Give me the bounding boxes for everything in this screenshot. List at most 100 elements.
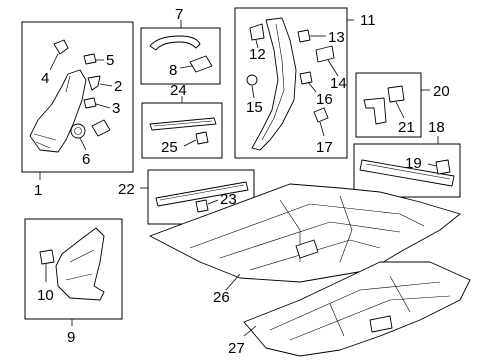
part-12-clip [249,23,265,41]
part-6-grommet-inner [74,127,82,135]
part-15-fastener [246,74,258,86]
callout-9: 9 [67,329,75,346]
box-group-9 [24,218,123,320]
leader-27 [243,325,257,337]
callout-1: 1 [34,182,42,199]
part-14-clip [315,45,335,63]
leader-25 [183,139,197,147]
callout-13: 13 [328,29,345,46]
group-9-quarter-trim: 10 9 [24,218,123,346]
box-group-11 [234,7,348,159]
box-group-18 [353,143,461,198]
group-27-floor-carpet: 27 [228,261,471,357]
part-16-screw [299,71,313,85]
group-20-bracket: 20 21 [355,72,450,138]
leader-16 [307,81,317,93]
front-sill-plate [155,181,249,207]
callout-7: 7 [175,6,183,23]
callout-2: 2 [114,78,122,95]
callout-19: 19 [405,155,422,172]
group-26-floor-carpet: 26 [149,183,461,306]
leader-8 [179,65,193,69]
group-22-front-sill: 22 23 [118,169,255,225]
part-10-clip [39,249,55,265]
leader-4 [49,53,59,71]
part-25-clip [195,131,209,145]
callout-6: 6 [82,151,90,168]
part-3-screw [83,97,97,109]
assist-handle [149,35,201,51]
leader-15 [251,85,255,99]
callout-3: 3 [112,100,120,117]
pillar-trim-detail [33,75,71,149]
callout-5: 5 [106,52,114,69]
part-8-cover [189,55,213,73]
box-group-7 [140,27,221,85]
floor-carpet-27-detail [269,275,451,341]
floor-carpet-26-detail [189,195,425,271]
callout-17: 17 [316,139,333,156]
floor-carpet-26 [149,183,461,283]
box-group-1 [21,21,134,173]
callout-22: 22 [118,181,135,198]
callout-24: 24 [170,82,187,99]
box-group-20 [355,72,422,138]
part-5-clip [83,53,97,65]
callout-18: 18 [428,119,445,136]
b-pillar-trim [251,17,297,151]
callout-25: 25 [161,139,178,156]
leader-6 [79,137,87,151]
part-4-clip [53,39,69,55]
callout-27: 27 [228,340,245,357]
pillar-trim-panel [29,69,87,153]
rear-sill-detail [365,163,451,180]
leader-17 [319,121,325,137]
part-2-clip [87,75,101,91]
part-21-clip [387,85,405,103]
quarter-trim-panel [55,227,105,301]
callout-12: 12 [249,46,266,63]
group-11-b-pillar: 11 12 13 14 15 16 17 [234,7,376,159]
part-19-clip [435,159,451,175]
floor-carpet-27 [243,261,471,357]
b-pillar-detail [261,23,285,141]
floor-carpet-27-pad [369,315,393,333]
quarter-trim-detail [65,249,95,281]
leader-26 [225,273,241,291]
part-13-screw [297,29,311,43]
callout-8: 8 [169,62,177,79]
front-sill-detail [159,184,245,201]
callout-23: 23 [220,191,237,208]
group-1-pillar-trim: 4 5 2 3 6 1 [21,21,134,199]
part-23-clip [195,199,209,213]
sill-plate [149,117,217,131]
callout-4: 4 [41,70,49,87]
leader-14 [327,59,339,77]
callout-11: 11 [360,12,376,29]
callout-14: 14 [330,75,347,92]
leader-3 [95,103,111,109]
part-17-clip [313,107,329,123]
leader-2 [99,83,113,87]
leader-23 [207,199,219,205]
bracket-part [363,97,387,125]
callout-15: 15 [246,99,263,116]
leader-19 [427,163,437,167]
floor-carpet-26-pad [295,239,319,259]
sill-plate-detail [153,120,213,127]
callout-10: 10 [37,287,54,304]
group-18-rear-sill: 18 19 [353,119,461,198]
callout-26: 26 [213,289,230,306]
callout-20: 20 [433,83,450,100]
group-24-sill-plate: 24 25 [141,82,223,159]
box-group-24 [141,102,223,159]
group-7-assist-handle: 7 8 [140,6,221,85]
part-6-grommet [70,123,86,139]
rear-sill-plate [359,159,455,187]
bracket-near-6 [91,119,111,137]
callout-16: 16 [316,91,333,108]
leader-12 [255,39,259,49]
callout-21: 21 [398,119,415,136]
